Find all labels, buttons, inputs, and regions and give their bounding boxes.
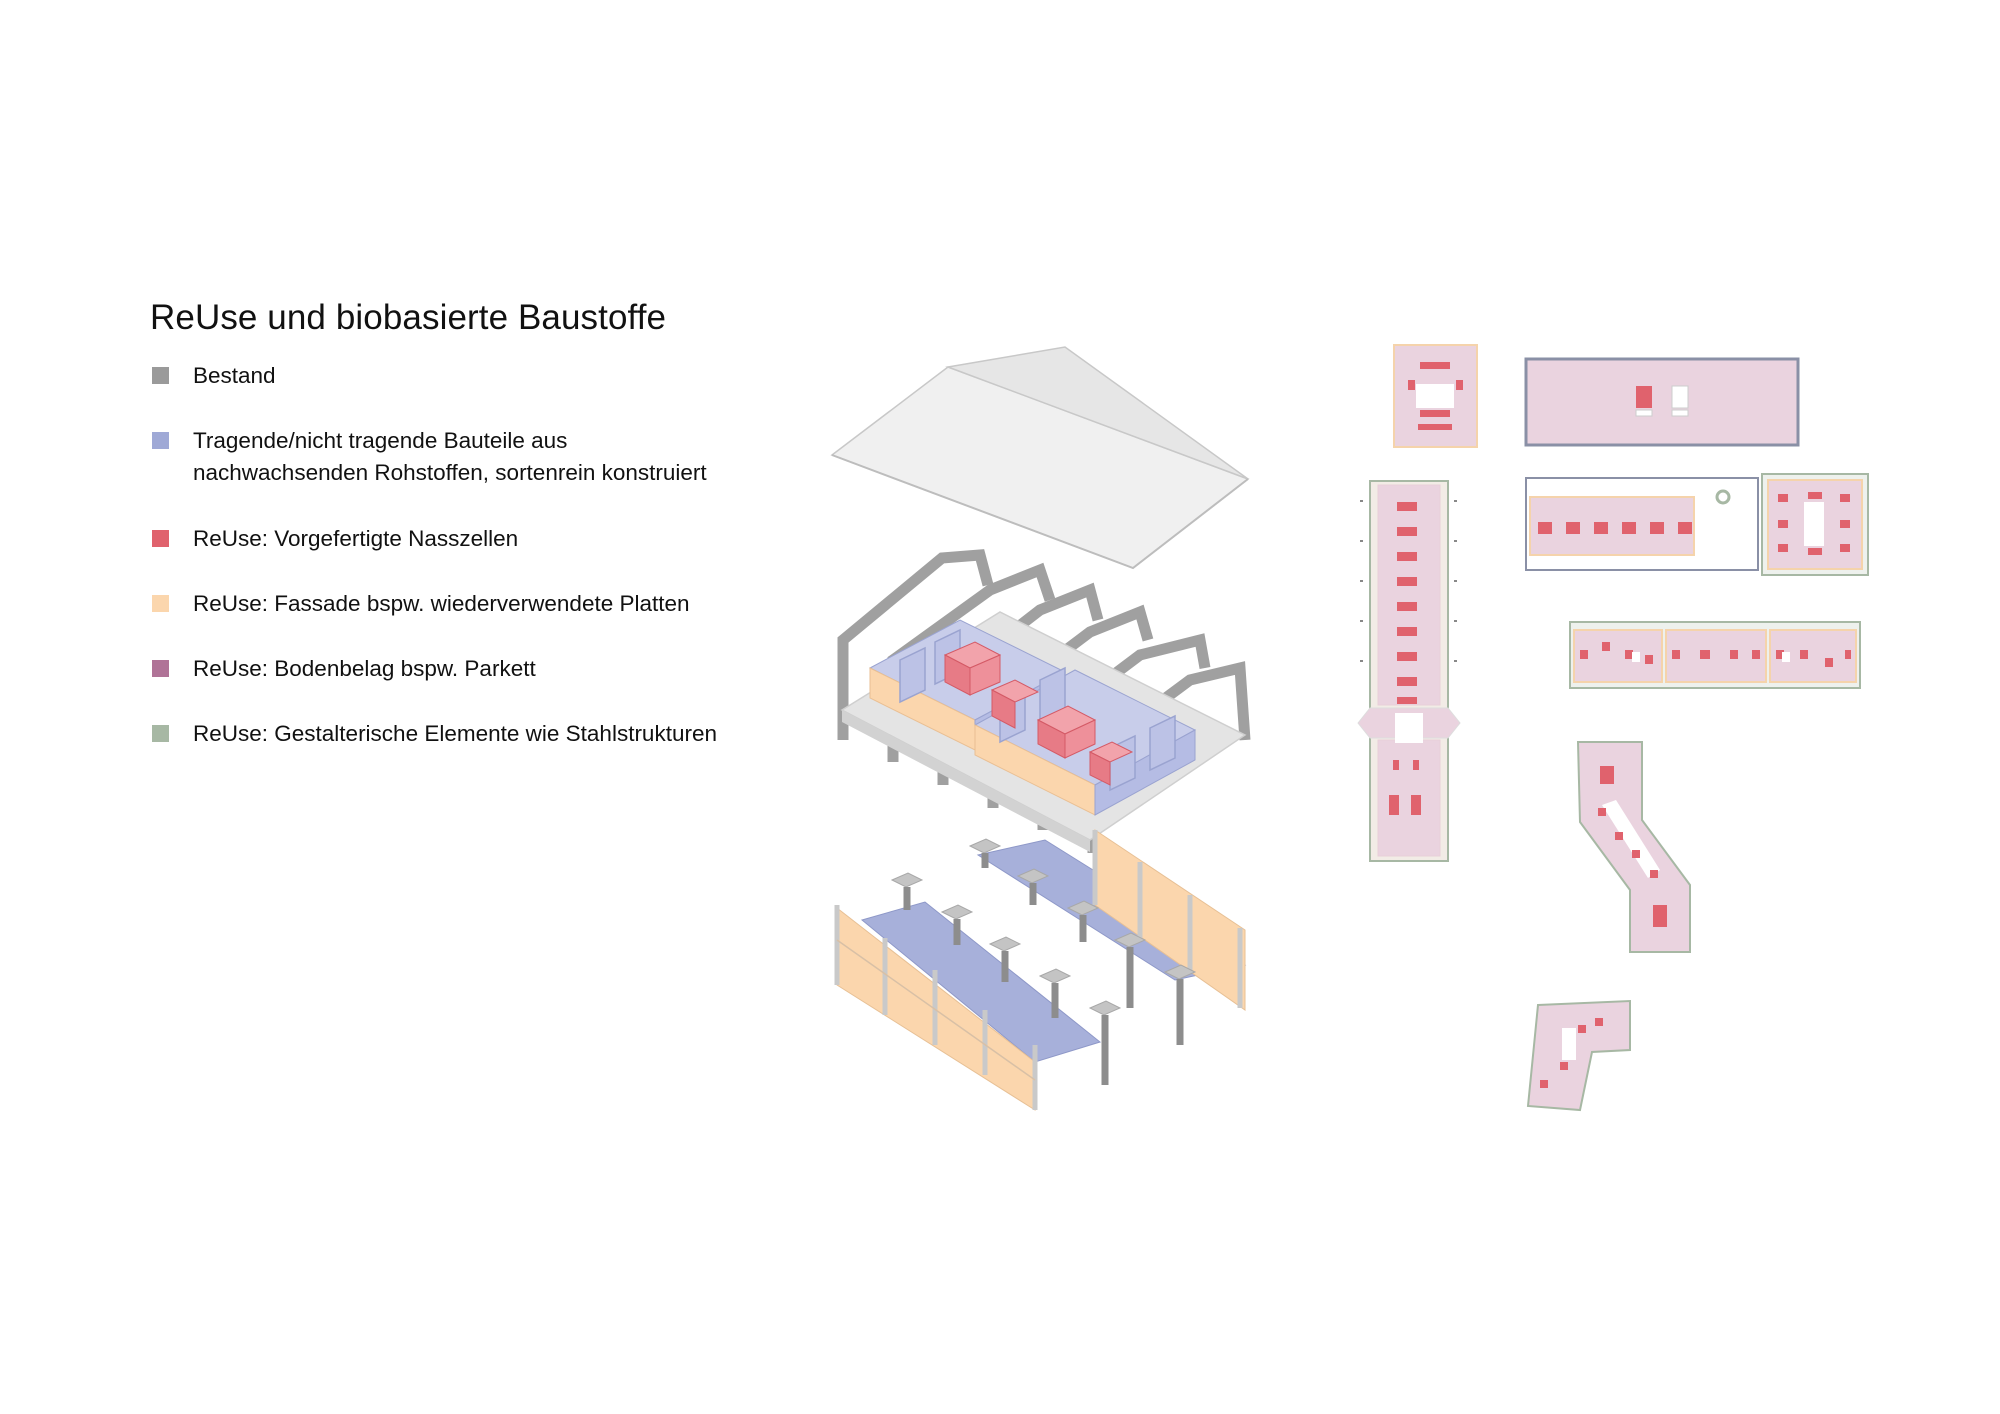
legend-swatch-bodenbelag [152, 660, 169, 677]
diagram-title: ReUse und biobasierte Baustoffe [150, 298, 667, 337]
legend-label: ReUse: Fassade bspw. wiederverwendete Pl… [193, 591, 690, 616]
legend-label: ReUse: Vorgefertigte Nasszellen [193, 526, 519, 551]
floor-plan-courtyard-square [1761, 473, 1869, 576]
legend-label-line2: nachwachsenden Rohstoffen, sortenrein ko… [193, 460, 707, 485]
floor-plan-three-clusters [1569, 621, 1861, 689]
legend-label: ReUse: Gestalterische Elemente wie Stahl… [193, 721, 717, 746]
floor-plan-tall-bar [1357, 480, 1461, 862]
wet-cells [943, 641, 1134, 786]
legend-label: Tragende/nicht tragende Bauteile aus [193, 428, 568, 453]
axonometric-exploded-view [830, 346, 1251, 1111]
floor-plan-small-trapezoid [1526, 999, 1631, 1112]
timber-modules [868, 619, 1197, 816]
floor-plan-bent-bar [1576, 741, 1691, 953]
legend-swatch-nasszellen [152, 530, 169, 547]
floor-plan-hall-top [1524, 357, 1800, 447]
floor-plan-row-units [1525, 477, 1759, 571]
lower-structure [834, 829, 1247, 1111]
roof [830, 346, 1250, 570]
legend-swatch-stahlstrukturen [152, 725, 169, 742]
floor-plans [1357, 344, 1869, 1112]
legend-label: ReUse: Bodenbelag bspw. Parkett [193, 656, 536, 681]
floor-plan-small-square [1393, 344, 1478, 448]
legend-swatch-fassade [152, 595, 169, 612]
legend-label: Bestand [193, 363, 276, 388]
legend-swatch-bestand [152, 367, 169, 384]
legend-swatch-biobasiert [152, 432, 169, 449]
